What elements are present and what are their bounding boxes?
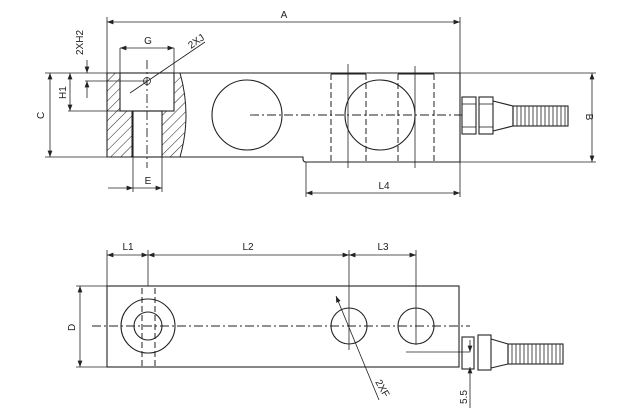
dim-J: 2XJ [186,33,206,52]
dim-L1: L1 [122,242,134,253]
dim-A: A [281,10,288,21]
mount-hole-inner [133,311,163,341]
plan-view: L1 L2 L3 2XF D 5.5 [67,242,564,408]
body-outline [106,72,461,163]
dim-offset: 5.5 [459,390,470,404]
dim-L3: L3 [377,242,389,253]
dim-H2: 2XH2 [75,30,86,55]
dim-L2: L2 [242,242,254,253]
dim-G: G [144,36,152,47]
threaded-hole [132,110,163,158]
leader-line-F [335,295,380,401]
dim-H1: H1 [58,86,69,99]
side-view: A G 2XJ C H1 2XH2 E L4 B [36,10,596,197]
cable-gland-plan [461,334,564,371]
leader-line [129,41,206,94]
mount-hole-side [211,79,283,151]
cable-gland-side [461,96,569,135]
mount-hole-plan [120,298,176,354]
dim-F: 2XF [372,378,391,399]
dim-L4: L4 [378,181,390,192]
dim-D: D [67,324,78,331]
dim-E: E [145,176,152,187]
dim-C: C [36,112,47,119]
dim-B: B [583,114,594,121]
body-outline-plan [106,285,460,368]
